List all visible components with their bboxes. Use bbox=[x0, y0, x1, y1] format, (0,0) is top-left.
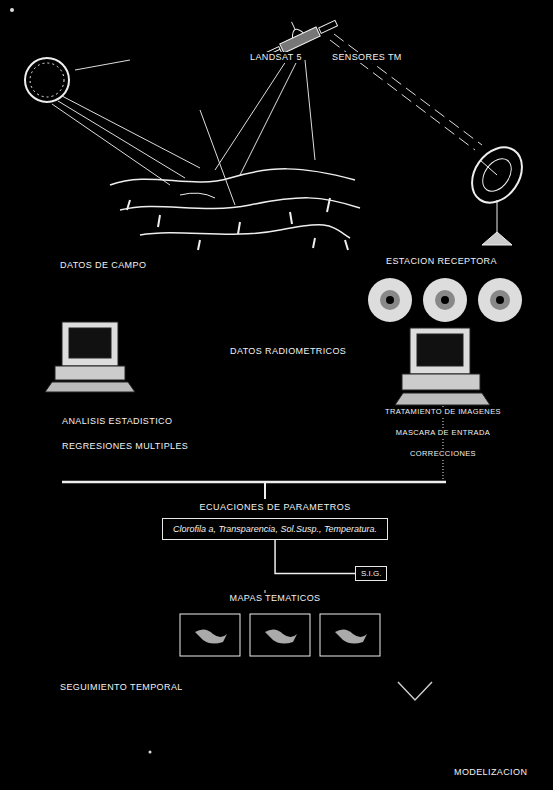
downlink bbox=[330, 34, 482, 150]
box-heading: ECUACIONES DE PARAMETROS bbox=[162, 502, 388, 512]
connector bbox=[275, 540, 355, 574]
light-rays bbox=[52, 55, 315, 205]
caption-label: ANALISIS ESTADISTICO bbox=[60, 416, 174, 427]
gis-box: S.I.G. bbox=[355, 566, 387, 581]
process-flow bbox=[62, 406, 446, 596]
specks bbox=[10, 8, 152, 754]
data-tapes bbox=[368, 278, 522, 322]
caption-label: MODELIZACION bbox=[452, 767, 529, 778]
box-text: S.I.G. bbox=[355, 566, 387, 581]
caption-label: SENSORES TM bbox=[330, 52, 404, 63]
modelling-chevron bbox=[398, 682, 432, 700]
study-area bbox=[110, 169, 360, 250]
caption-label: LANDSAT 5 bbox=[248, 52, 304, 63]
thematic-maps bbox=[180, 614, 380, 656]
caption-label: DATOS RADIOMETRICOS bbox=[228, 346, 348, 357]
caption-label: REGRESIONES MULTIPLES bbox=[60, 441, 190, 452]
caption-label: MASCARA DE ENTRADA bbox=[394, 428, 492, 437]
caption-label: TRATAMIENTO DE IMAGENES bbox=[383, 407, 503, 416]
caption-label: MAPAS TEMATICOS bbox=[227, 593, 322, 604]
caption-label: ESTACION RECEPTORA bbox=[384, 256, 499, 267]
computer-left bbox=[45, 322, 135, 392]
sun bbox=[25, 58, 69, 102]
parameter-box: ECUACIONES DE PARAMETROS Clorofila a, Tra… bbox=[162, 502, 388, 540]
box-text: Clorofila a, Transparencia, Sol.Susp., T… bbox=[162, 518, 388, 540]
caption-label: DATOS DE CAMPO bbox=[58, 260, 148, 271]
caption-label: SEGUIMIENTO TEMPORAL bbox=[58, 682, 185, 693]
receiving-dish bbox=[462, 138, 532, 245]
computer-right bbox=[395, 328, 490, 405]
caption-label: CORRECCIONES bbox=[408, 449, 478, 458]
